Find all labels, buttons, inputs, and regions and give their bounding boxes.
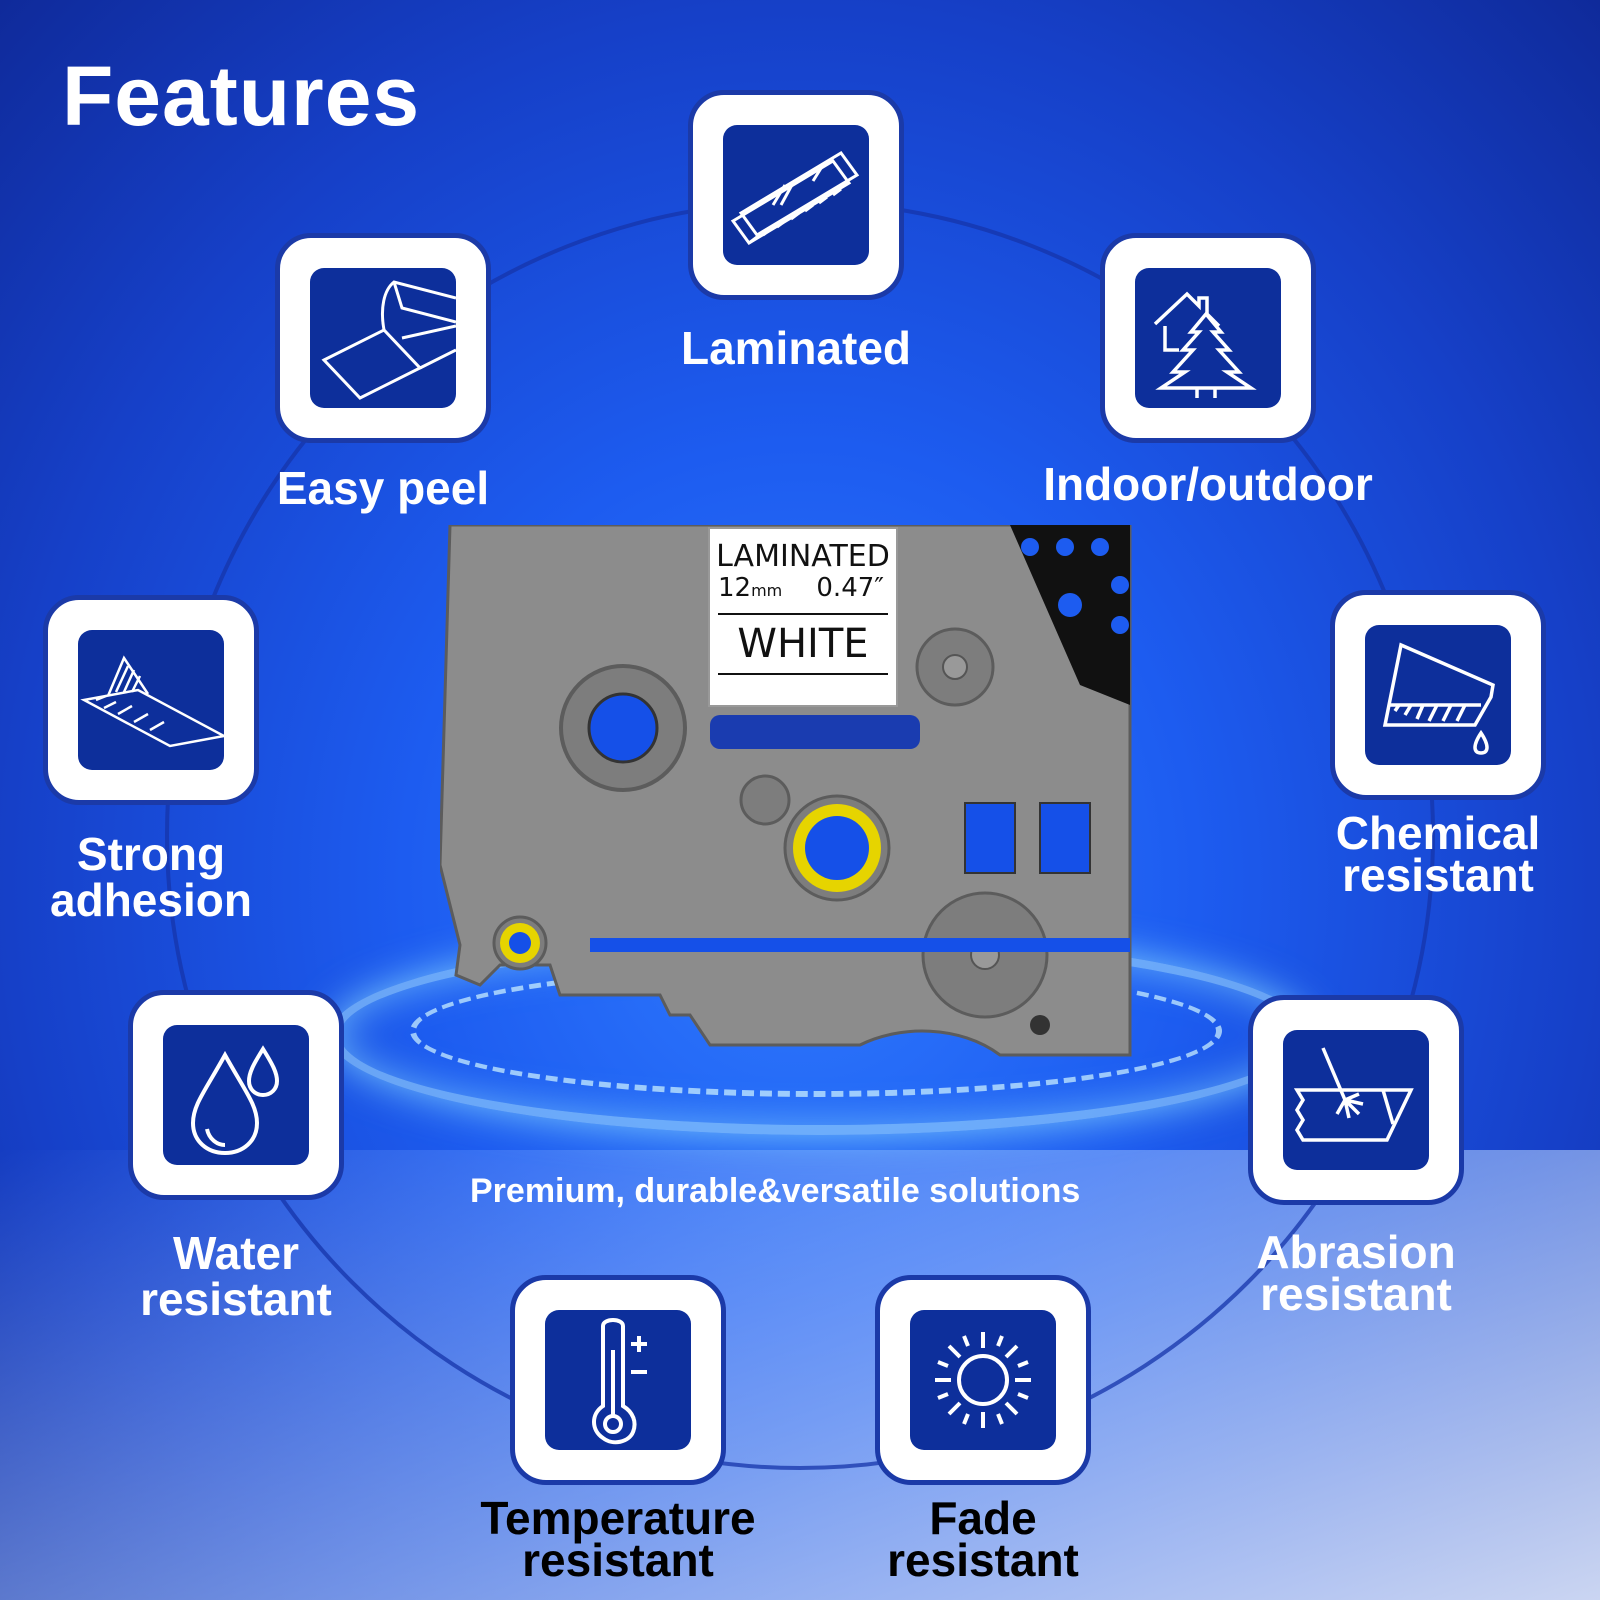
feature-label-line: Abrasion: [1256, 1226, 1456, 1278]
droplets-icon: [190, 1045, 280, 1156]
feature-label: Abrasion resistant: [1208, 1226, 1504, 1320]
peel-icon: [321, 280, 456, 400]
icon-card: [275, 233, 491, 443]
cassette-label-type: LAMINATED: [716, 539, 890, 574]
feature-label-line: Water: [172, 1227, 300, 1279]
feature-label-line: adhesion: [50, 874, 252, 926]
feature-label-line: resistant: [140, 1273, 332, 1325]
feature-label: Fade resistant: [835, 1492, 1131, 1586]
feature-label: Laminated: [680, 322, 912, 374]
thermometer-icon: [592, 1318, 647, 1445]
feature-label: Water resistant: [108, 1230, 364, 1322]
sun-icon: [935, 1332, 1031, 1428]
laminated-icon: [730, 151, 860, 245]
page-title: Features: [62, 49, 421, 143]
feature-label-line: resistant: [522, 1534, 714, 1586]
icon-card: [875, 1275, 1091, 1485]
cassette-label-width-mm: 12: [718, 573, 752, 603]
feature-label: Easy peel: [276, 462, 490, 514]
cassette-label-inch: 0.47″: [816, 573, 884, 603]
icon-card: [1330, 590, 1546, 800]
cassette-label-unit: mm: [751, 581, 783, 600]
feature-label: Chemical resistant: [1300, 807, 1576, 901]
feature-label-line: Fade: [929, 1492, 1037, 1544]
feature-label-line: Chemical: [1335, 807, 1541, 859]
divider: [718, 673, 888, 675]
adhesion-icon: [80, 655, 224, 748]
feature-label-line: Temperature: [480, 1492, 756, 1544]
feature-label-line: resistant: [1260, 1268, 1452, 1320]
feature-label-line: Strong: [76, 828, 226, 880]
abrasion-icon: [1293, 1047, 1414, 1142]
icon-card: [128, 990, 344, 1200]
feature-label: Temperature resistant: [450, 1492, 786, 1586]
icon-card: [43, 595, 259, 805]
icon-card: [1100, 233, 1316, 443]
cassette-label: LAMINATED 12mm 0.47″ WHITE: [708, 527, 898, 707]
tagline: Premium, durable&versatile solutions: [470, 1172, 1081, 1210]
divider: [718, 613, 888, 615]
house-tree-icon: [1153, 291, 1257, 398]
flask-icon: [1382, 642, 1495, 755]
feature-label-line: resistant: [887, 1534, 1079, 1586]
cassette-label-mm: 12mm: [718, 573, 782, 603]
icon-card: [688, 90, 904, 300]
tape-cassette: [440, 525, 1132, 1057]
feature-label-line: resistant: [1342, 849, 1534, 901]
icon-card: [510, 1275, 726, 1485]
feature-label: Indoor/outdoor: [1043, 458, 1373, 510]
icon-card: [1248, 995, 1464, 1205]
feature-label: Strong adhesion: [33, 831, 269, 923]
cassette-label-color: WHITE: [737, 621, 869, 667]
